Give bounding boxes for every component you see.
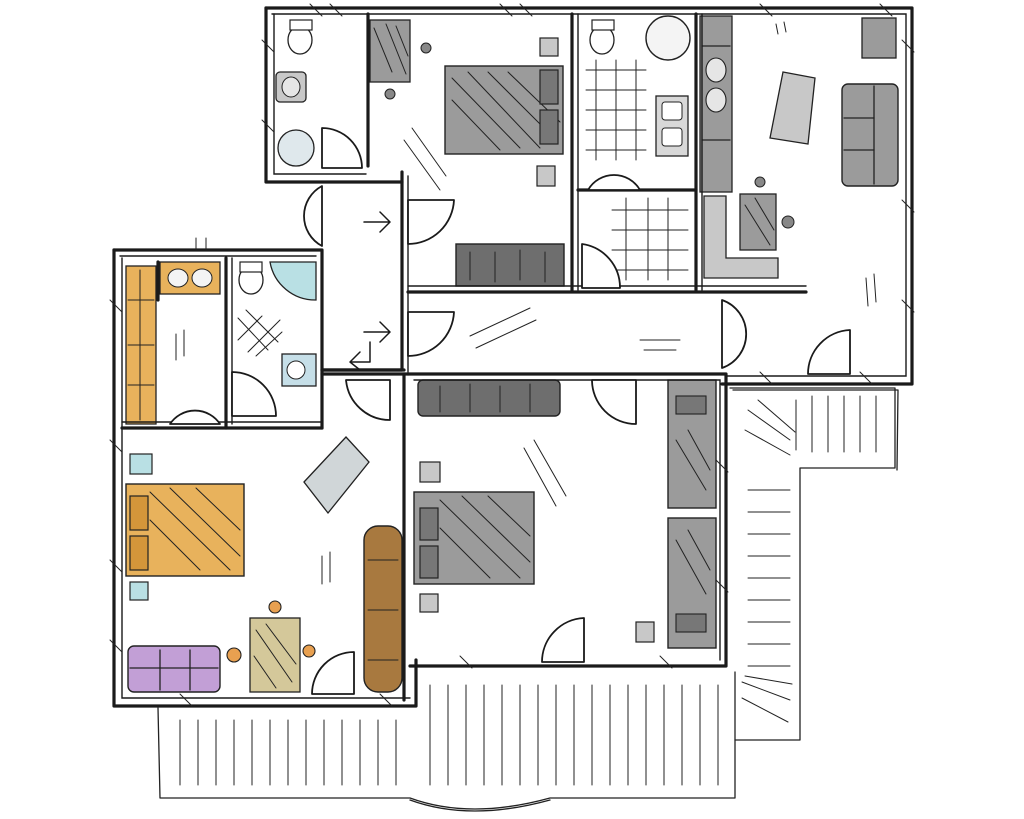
coffee-table-icon <box>769 71 816 145</box>
center-bedroom-furniture <box>413 379 717 649</box>
entry-arrows <box>349 211 391 371</box>
chair-icon <box>268 600 282 614</box>
nightstand-icon <box>635 621 655 643</box>
doors <box>169 127 851 695</box>
sofa-icon <box>127 645 221 693</box>
nightstand-icon <box>419 593 439 613</box>
wardrobe-icon <box>455 243 565 287</box>
dresser-icon <box>417 379 561 417</box>
chair-icon <box>302 644 316 658</box>
armchair-icon <box>861 17 897 59</box>
nightstand-icon <box>539 37 559 57</box>
arrow-right-icon <box>363 211 391 233</box>
left-bathroom-fixtures <box>125 261 317 425</box>
master-bed-top <box>384 37 565 287</box>
nightstand-icon <box>536 165 556 187</box>
shower-tray-icon <box>269 261 317 301</box>
nightstand-icon <box>129 581 149 601</box>
arrow-right-icon <box>363 321 391 343</box>
wardrobe-icon <box>363 525 403 693</box>
sofa-icon <box>841 83 899 187</box>
top-left-bathroom-fixtures <box>275 19 411 167</box>
nightstand-icon <box>129 453 153 475</box>
desk-icon <box>303 436 370 515</box>
bottom-terrace <box>157 684 736 812</box>
left-bedroom-furniture <box>125 436 403 693</box>
arrow-down-left-icon <box>349 341 371 371</box>
l-counter-icon <box>703 195 779 279</box>
stove-icon <box>705 87 727 113</box>
sink-icon <box>277 129 315 167</box>
dining-table-icon <box>249 617 301 693</box>
top-shower-bathroom-fixtures <box>585 15 691 281</box>
floor-strokes <box>175 21 877 585</box>
chair-icon <box>226 647 242 663</box>
top-right-living-furniture <box>699 15 899 279</box>
right-balcony <box>729 387 899 741</box>
sink-icon <box>705 57 727 83</box>
nightstand-icon <box>419 461 441 483</box>
bathtub-icon <box>645 15 691 61</box>
wall-texture <box>109 3 915 707</box>
